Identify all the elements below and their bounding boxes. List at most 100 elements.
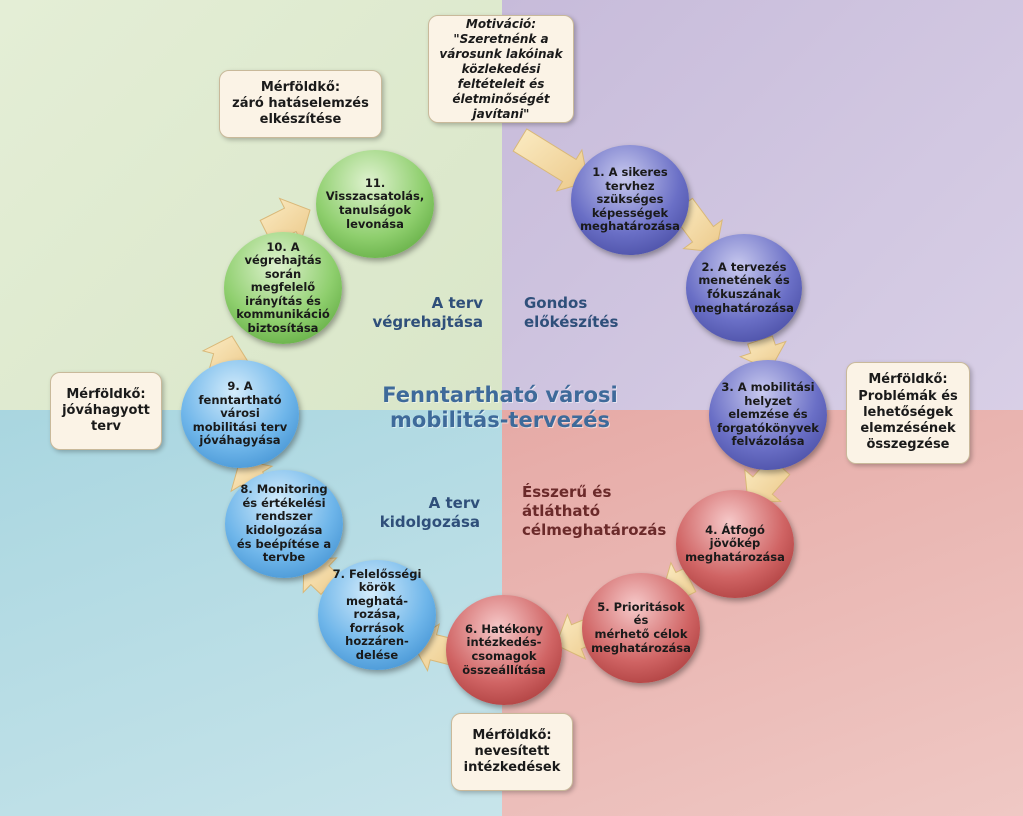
step-line: jóváhagyása: [199, 433, 281, 448]
step-line: menetének és: [698, 273, 790, 288]
motivation-line: "Szeretnénk a: [453, 31, 549, 46]
milestone-line: záró hatáselemzés: [232, 95, 369, 111]
step-line: mérhető célok: [594, 627, 688, 641]
step-line: végrehajtás: [244, 253, 322, 268]
step-line: szükséges: [596, 192, 664, 207]
phase-line: átlátható: [522, 501, 601, 520]
motivation-line: városunk lakóinak: [439, 46, 563, 61]
step-line: tanulságok: [339, 203, 411, 217]
step-line: helyzet: [744, 393, 792, 408]
milestone-line: intézkedések: [463, 760, 561, 776]
step-line: rendszer: [255, 509, 313, 524]
step-line: fenntartható: [198, 392, 282, 407]
motivation-label: Motiváció:: [465, 16, 537, 31]
step-line: során megfelelő: [250, 266, 316, 295]
step-line: Visszacsatolás,: [325, 189, 425, 204]
step-line: 5. Prioritások és: [597, 599, 685, 628]
milestone-line: elkészítése: [259, 112, 342, 128]
motivation-line: javítani": [472, 106, 530, 121]
phase-label-implementation: A terv végrehajtása: [368, 294, 483, 332]
milestone-line: nevesített: [474, 743, 550, 759]
milestone-line: lehetőségek: [863, 404, 953, 420]
phase-line: A terv: [428, 494, 480, 512]
milestone-label: Mérföldkő:: [868, 372, 948, 388]
step-line: összeállítása: [462, 662, 546, 677]
step-line: 4. Átfogó: [705, 522, 765, 537]
milestone-line: jóváhagyott: [62, 402, 150, 418]
milestone-problem-analysis: Mérföldkő: Problémák és lehetőségek elem…: [846, 362, 970, 464]
milestone-line: Problémák és: [858, 388, 958, 404]
milestone-approved-plan: Mérföldkő: jóváhagyott terv: [50, 372, 162, 450]
step-line: intézkedés-: [466, 635, 542, 650]
step-line: csomagok: [471, 649, 537, 663]
step-line: irányítás és: [245, 293, 321, 308]
phase-line: előkészítés: [524, 312, 619, 331]
step-line: forgatókönyvek: [717, 420, 819, 435]
step-line: és beépítése a: [236, 536, 332, 551]
phase-line: végrehajtása: [372, 312, 483, 331]
step-line: körök meghatá-: [346, 580, 408, 608]
milestone-final-evaluation: Mérföldkő: záró hatáselemzés elkészítése: [219, 70, 382, 138]
step-line: jövőkép: [709, 536, 761, 551]
step-line: kidolgozása: [245, 523, 323, 537]
step-line: biztosítása: [247, 320, 319, 335]
step-line: és értékelési: [242, 495, 326, 510]
step-line: elemzése és: [728, 407, 808, 422]
motivation-line: életminőségét: [452, 91, 550, 106]
milestone-label: Mérföldkő:: [260, 79, 341, 95]
motivation-line: feltételeit és: [457, 76, 545, 91]
phase-line: célmeghatározás: [522, 520, 667, 539]
step-line: meghatározása: [694, 300, 794, 315]
step-line: rozása, források: [349, 607, 405, 635]
step-line: tervhez: [605, 178, 655, 193]
phase-label-goals: Ésszerű és átlátható célmeghatározás: [522, 483, 666, 539]
milestone-label: Mérföldkő:: [66, 386, 146, 402]
step-line: felvázolása: [731, 434, 805, 449]
phase-label-preparation: Gondos előkészítés: [524, 294, 618, 332]
milestone-line: elemzésének: [860, 421, 956, 437]
phase-line: Gondos: [524, 294, 588, 312]
step-line: meghatározása: [591, 640, 691, 655]
step-line: városi: [220, 406, 260, 421]
motivation-line: közlekedési: [461, 61, 541, 76]
phase-line: Ésszerű és: [522, 483, 612, 501]
step-line: 10. A: [266, 239, 300, 254]
step-line: 7. Felelősségi: [332, 566, 422, 581]
step-line: delése: [355, 647, 399, 662]
diagram-title: Fenntartható városi mobilitás-tervezés: [340, 383, 660, 433]
milestone-named-measures: Mérföldkő: nevesített intézkedések: [451, 713, 573, 791]
step-line: hozzáren-: [345, 634, 409, 649]
milestone-label: Mérföldkő:: [472, 727, 552, 743]
step-line: meghatározása: [580, 219, 680, 234]
step-line: kommunikáció: [236, 307, 330, 322]
motivation-box: Motiváció: "Szeretnénk a városunk lakóin…: [428, 15, 574, 123]
phase-line: kidolgozása: [379, 512, 480, 531]
step-line: 3. A mobilitási: [721, 380, 815, 395]
milestone-line: terv: [91, 419, 121, 435]
milestone-line: összegzése: [866, 437, 950, 453]
step-line: tervbe: [262, 550, 306, 565]
step-line: mobilitási terv: [192, 419, 288, 434]
step-line: képességek: [591, 205, 669, 220]
title-line: mobilitás-tervezés: [390, 407, 610, 432]
step-line: meghatározása: [685, 549, 785, 564]
step-line: 11.: [364, 175, 386, 190]
step-line: levonása: [346, 216, 404, 231]
step-line: 8. Monitoring: [240, 482, 328, 497]
phase-label-elaboration: A terv kidolgozása: [362, 494, 480, 532]
title-line: Fenntartható városi: [382, 383, 618, 407]
step-line: 9. A: [227, 379, 253, 394]
step-line: 1. A sikeres: [592, 165, 668, 180]
step-line: 2. A tervezés: [701, 259, 787, 274]
